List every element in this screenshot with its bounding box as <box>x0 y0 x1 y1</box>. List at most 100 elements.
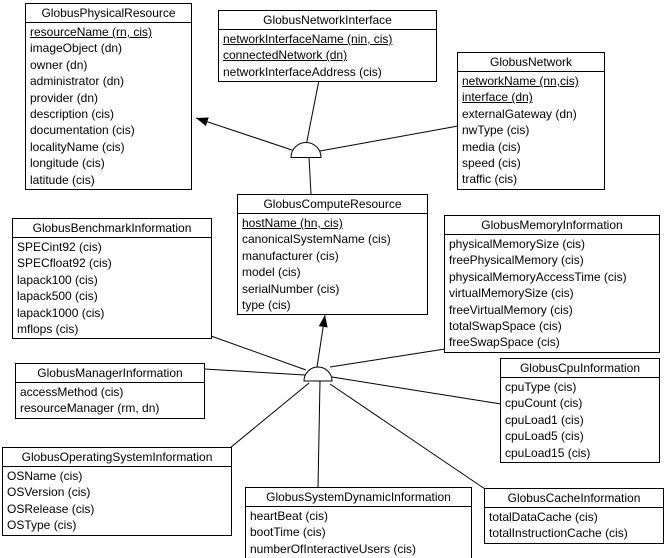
attribute-list: networkName (nn,cis) interface (dn)extern… <box>458 72 604 188</box>
attribute-row: networkInterfaceName (nin, cis) <box>223 32 393 46</box>
attribute-row: interface (dn) <box>462 90 533 105</box>
class-title: GlobusPhysicalResource <box>26 4 191 23</box>
attribute-list: heartBeat (cis) bootTime (cis)numberOfInt… <box>246 507 471 557</box>
class-title: GlobusOperatingSystemInformation <box>3 448 231 467</box>
edge-computeresource-to-dome-top <box>308 156 312 195</box>
attribute-row: nwType (cis) <box>462 123 530 138</box>
attribute-row: totalDataCache (cis) <box>489 510 598 524</box>
attribute-row: traffic (cis) <box>462 172 518 187</box>
attribute-row: manufacturer (cis) <box>242 248 339 263</box>
attribute-row: resourceName (rn, cis) <box>30 25 153 39</box>
class-box-globus-compute-resource: GlobusComputeResource hostName (hn, cis)… <box>237 194 428 316</box>
class-title: GlobusMemoryInformation <box>445 216 659 235</box>
attribute-row: heartBeat (cis) <box>250 509 329 523</box>
class-title: GlobusManagerInformation <box>16 364 204 383</box>
attribute-row: cpuType (cis) <box>505 380 577 394</box>
attribute-row: lapack500 (cis) <box>17 289 98 304</box>
attribute-list: totalDataCache (cis)totalInstructionCach… <box>485 508 663 542</box>
attribute-row: cpuLoad1 (cis) <box>505 412 584 427</box>
edge-memory-to-dome-bottom <box>329 348 446 368</box>
class-box-globus-operating-system-information: GlobusOperatingSystemInformation OSName … <box>2 447 232 536</box>
attribute-row: model (cis) <box>242 265 301 280</box>
arrow-to-physicalresource <box>195 117 293 151</box>
attribute-row: serialNumber (cis) <box>242 281 340 296</box>
attribute-row: SPECint92 (cis) <box>17 240 102 254</box>
attribute-row: lapack100 (cis) <box>17 272 98 287</box>
class-box-globus-benchmark-information: GlobusBenchmarkInformation SPECint92 (ci… <box>12 218 212 340</box>
class-box-globus-system-dynamic-information: GlobusSystemDynamicInformation heartBeat… <box>245 487 472 558</box>
attribute-row: totalSwapSpace (cis) <box>449 319 562 334</box>
class-box-globus-physical-resource: GlobusPhysicalResource resourceName (rn,… <box>25 3 192 191</box>
class-box-globus-manager-information: GlobusManagerInformation accessMethod (c… <box>15 363 205 419</box>
class-title: GlobusSystemDynamicInformation <box>246 488 471 507</box>
attribute-row: cpuLoad5 (cis) <box>505 429 584 444</box>
attribute-list: resourceName (rn, cis) imageObject (dn)ow… <box>26 23 191 188</box>
edge-network-to-dome-top <box>319 125 459 152</box>
attribute-row: imageObject (dn) <box>30 41 123 56</box>
attribute-row: networkName (nn,cis) <box>462 74 579 88</box>
class-box-globus-cache-information: GlobusCacheInformation totalDataCache (c… <box>484 488 664 544</box>
attribute-row: physicalMemoryAccessTime (cis) <box>449 269 627 284</box>
attribute-row: description (cis) <box>30 107 115 122</box>
edge-benchmark-to-dome-bottom <box>210 335 307 371</box>
attribute-list: OSName (cis)OSVersion (cis)OSRelease (ci… <box>3 467 231 534</box>
attribute-row: bootTime (cis) <box>250 525 326 540</box>
edge-cache-to-dome-bottom <box>329 383 486 490</box>
attribute-row: physicalMemorySize (cis) <box>449 237 586 251</box>
attribute-list: accessMethod (cis) resourceManager (rm, d… <box>16 383 204 417</box>
attribute-row: cpuLoad15 (cis) <box>505 445 591 460</box>
class-box-globus-network-interface: GlobusNetworkInterface networkInterfaceN… <box>218 10 437 83</box>
attribute-row: connectedNetwork (dn) <box>223 48 348 63</box>
class-title: GlobusNetworkInterface <box>219 11 436 30</box>
attribute-list: physicalMemorySize (cis) freePhysicalMemo… <box>445 235 659 351</box>
aggregation-dome-top <box>290 142 322 158</box>
attribute-list: networkInterfaceName (nin, cis) connected… <box>219 30 436 80</box>
edge-os-to-dome-bottom <box>229 382 310 449</box>
attribute-row: provider (dn) <box>30 90 99 105</box>
attribute-row: longitude (cis) <box>30 156 105 171</box>
attribute-list: SPECint92 (cis)SPECfloat92 (cis)lapack10… <box>13 238 211 337</box>
attribute-list: hostName (hn, cis) canonicalSystemName (c… <box>238 214 427 313</box>
attribute-row: localityName (cis) <box>30 139 125 154</box>
attribute-row: hostName (hn, cis) <box>242 216 343 230</box>
attribute-row: virtualMemorySize (cis) <box>449 286 574 301</box>
attribute-row: OSVersion (cis) <box>7 485 91 500</box>
edge-manager-to-dome-bottom <box>203 368 306 376</box>
attribute-row: freePhysicalMemory (cis) <box>449 253 584 268</box>
attribute-row: owner (dn) <box>30 57 88 72</box>
attribute-row: freeVirtualMemory (cis) <box>449 302 573 317</box>
attribute-list: cpuType (cis) cpuCount (cis)cpuLoad1 (cis… <box>501 378 659 461</box>
class-title: GlobusComputeResource <box>238 195 427 214</box>
class-box-globus-memory-information: GlobusMemoryInformation physicalMemorySi… <box>444 215 660 353</box>
class-title: GlobusNetwork <box>458 53 604 72</box>
attribute-row: canonicalSystemName (cis) <box>242 232 391 247</box>
attribute-row: OSType (cis) <box>7 518 77 533</box>
attribute-row: cpuCount (cis) <box>505 396 583 411</box>
attribute-row: lapack1000 (cis) <box>17 305 105 320</box>
attribute-row: type (cis) <box>242 298 291 313</box>
attribute-row: OSRelease (cis) <box>7 501 95 516</box>
class-box-globus-cpu-information: GlobusCpuInformation cpuType (cis) cpuCou… <box>500 358 660 464</box>
attribute-row: mflops (cis) <box>17 322 79 337</box>
attribute-row: externalGateway (dn) <box>462 106 577 121</box>
attribute-row: media (cis) <box>462 139 521 154</box>
class-box-globus-network: GlobusNetwork networkName (nn,cis) interf… <box>457 52 605 190</box>
attribute-row: numberOfInteractiveUsers (cis) <box>250 541 417 556</box>
class-title: GlobusBenchmarkInformation <box>13 219 211 238</box>
attribute-row: accessMethod (cis) <box>20 385 124 399</box>
arrow-to-computeresource <box>316 314 328 368</box>
edge-systemdynamic-to-dome-bottom <box>317 380 321 489</box>
attribute-row: latitude (cis) <box>30 172 95 187</box>
edge-cpu-to-dome-bottom <box>331 376 502 405</box>
attribute-row: speed (cis) <box>462 156 521 171</box>
aggregation-dome-bottom <box>303 366 333 382</box>
class-title: GlobusCacheInformation <box>485 489 663 508</box>
attribute-row: documentation (cis) <box>30 123 135 138</box>
class-title: GlobusCpuInformation <box>501 359 659 378</box>
attribute-row: SPECfloat92 (cis) <box>17 256 112 271</box>
attribute-row: freeSwapSpace (cis) <box>449 335 560 350</box>
attribute-row: resourceManager (rm, dn) <box>20 401 160 416</box>
attribute-row: administrator (dn) <box>30 74 125 89</box>
